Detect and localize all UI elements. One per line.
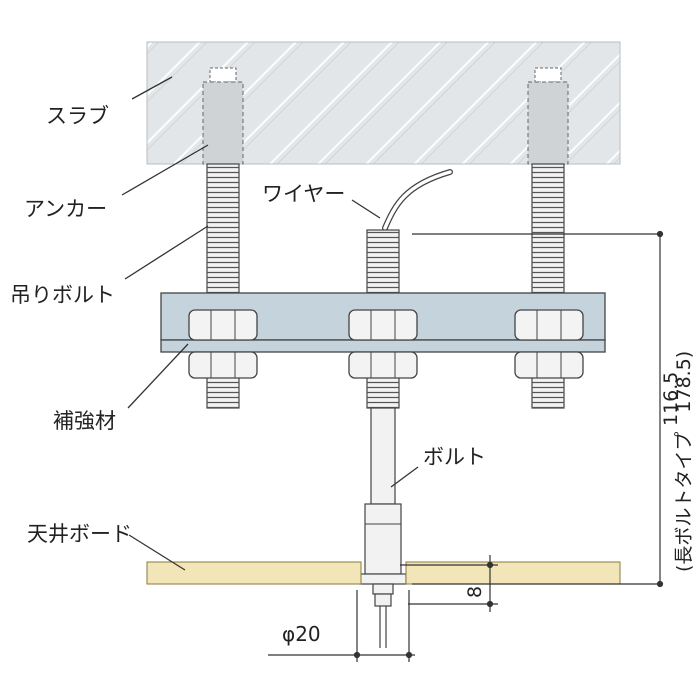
label-anchor: アンカー [24, 197, 107, 221]
label-wire: ワイヤー [262, 182, 345, 206]
dimension-overall: 116.5 [660, 372, 682, 426]
label-ceiling-board: 天井ボード [27, 522, 132, 546]
dimension-diameter: φ20 [282, 622, 321, 646]
dimension-long-bolt: (長ボルトタイプ 178.5) [673, 351, 695, 572]
label-slab: スラブ [46, 104, 109, 128]
nuts [188, 309, 584, 379]
label-reinforcement: 補強材 [53, 409, 116, 433]
labels: スラブ アンカー 吊りボルト 補強材 天井ボード ワイヤー ボルト 116.5 … [10, 104, 695, 646]
leader-lines [121, 76, 419, 571]
ceiling-board [146, 561, 621, 585]
label-hanging-bolt: 吊りボルト [10, 283, 115, 307]
dimension-gap: 8 [464, 586, 486, 598]
dimension-lines [268, 230, 664, 662]
right-hanging-bolt [527, 67, 569, 409]
label-bolt: ボルト [423, 445, 486, 469]
